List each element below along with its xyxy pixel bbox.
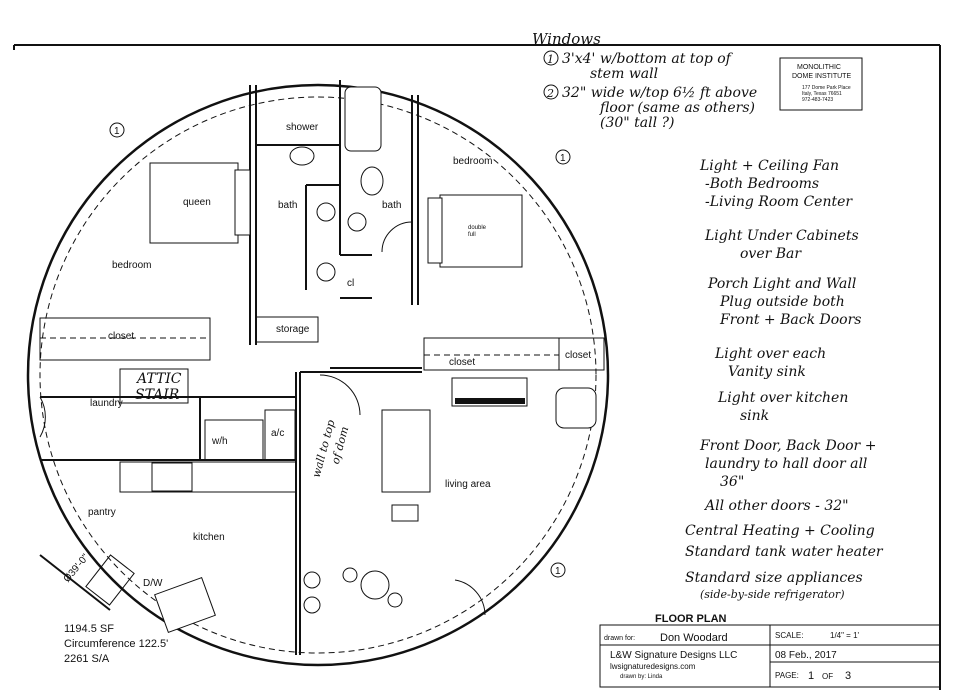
page-of: OF (822, 672, 833, 681)
note-0-line0: Light + Ceiling Fan (699, 158, 839, 174)
stat-sf: 1194.5 SF (64, 623, 114, 635)
double-label: double (468, 225, 487, 231)
note-6-line0: All other doors - 32" (703, 498, 849, 514)
bath-left-label: bath (278, 200, 297, 211)
windows-item1-line1: 3'x4' w/bottom at top of (562, 51, 734, 67)
laundry-label: laundry (90, 398, 123, 409)
bath-right-label: bath (382, 200, 401, 211)
note-4-line0: Light over kitchen (717, 390, 848, 406)
institute-name-1: MONOLITHIC (797, 64, 841, 71)
stat-sa: 2261 S/A (64, 653, 110, 665)
note-0-line2: -Living Room Center (705, 194, 853, 210)
general-notes: Light + Ceiling Fan -Both Bedrooms -Livi… (685, 158, 884, 601)
note-0-line1: -Both Bedrooms (705, 176, 819, 192)
dw-label: D/W (143, 578, 163, 589)
note-5-line0: Front Door, Back Door + (699, 438, 876, 454)
windows-item2-line3: (30" tall ?) (600, 115, 675, 131)
page-label: PAGE: (775, 671, 799, 680)
bedroom-left-label: bedroom (112, 260, 151, 271)
institute-address-2: Italy, Texas 76651 (802, 91, 842, 97)
windows-item2-line1: 32" wide w/top 6½ ft above (562, 85, 757, 101)
closet-right-label: closet (565, 350, 591, 361)
drawn-for-value: Don Woodard (660, 632, 728, 644)
attic-stair-box (119, 368, 189, 404)
shower-label: shower (286, 122, 319, 133)
note-3-line1: Vanity sink (728, 364, 806, 380)
windows-item1-line2: stem wall (590, 66, 658, 82)
dome-outline (26, 83, 610, 667)
interior-walls (39, 80, 605, 655)
company-website: lwsignaturedesigns.com (610, 662, 696, 671)
note-4-line1: sink (740, 408, 769, 424)
institute-address-1: 177 Dome Park Place (802, 85, 851, 91)
note-2-line1: Plug outside both (719, 294, 845, 310)
note-1-line1: over Bar (740, 246, 802, 262)
note-9-line0: Standard size appliances (685, 570, 863, 586)
cl-label: cl (347, 278, 354, 289)
scale-value: 1/4" = 1' (830, 631, 860, 640)
attic-label: ATTIC (135, 371, 182, 387)
note-7-line0: Central Heating + Cooling (685, 523, 875, 539)
scale-label: SCALE: (775, 631, 803, 640)
title-block-header: FLOOR PLAN (655, 613, 727, 625)
wh-label: w/h (211, 436, 228, 447)
bedroom-right-label: bedroom (453, 156, 492, 167)
kitchen-label: kitchen (193, 532, 225, 543)
company-name: L&W Signature Designs LLC (610, 650, 737, 661)
dome-dimension: Ø39'-0" (62, 552, 92, 585)
full-label: full (468, 232, 476, 238)
note-8-line0: Standard tank water heater (685, 544, 884, 560)
note-2-line2: Front + Back Doors (719, 312, 861, 328)
pantry-label: pantry (88, 507, 116, 518)
area-stats: 1194.5 SF Circumference 122.5' 2261 S/A (64, 623, 168, 665)
closet-mid-label: closet (449, 357, 475, 368)
page-value: 1 (808, 670, 814, 682)
institute-name-2: DOME INSTITUTE (792, 73, 851, 80)
institute-phone: 972-483-7423 (802, 97, 833, 103)
note-3-line0: Light over each (714, 346, 826, 362)
wall-note: wall to top of dom (310, 418, 352, 478)
windows-item2-num: 2 (546, 87, 554, 100)
window-marker-se: 1 (555, 566, 561, 577)
room-labels: queen bedroom bath shower bath bedroom d… (88, 122, 591, 589)
stair-label: STAIR (135, 387, 180, 403)
note-1-line0: Light Under Cabinets (704, 228, 859, 244)
institute-stamp: MONOLITHIC DOME INSTITUTE 177 Dome Park … (779, 57, 863, 111)
note-9-line1: (side-by-side refrigerator) (700, 588, 844, 601)
closet-left-label: closet (108, 331, 134, 342)
drawing-date: 08 Feb., 2017 (775, 650, 837, 661)
note-2-line0: Porch Light and Wall (707, 276, 856, 292)
sheet-border (13, 44, 941, 690)
windows-title: Windows (532, 30, 601, 48)
queen-label: queen (183, 197, 211, 208)
title-block: FLOOR PLAN drawn for: Don Woodard SCALE:… (599, 613, 941, 688)
door-swings (39, 221, 486, 616)
drawn-for-label: drawn for: (604, 635, 635, 642)
living-area-label: living area (445, 479, 491, 490)
ac-label: a/c (271, 428, 284, 439)
note-5-line2: 36" (720, 474, 744, 490)
note-5-line1: laundry to hall door all (705, 456, 867, 472)
windows-notes: Windows 1 3'x4' w/bottom at top of stem … (532, 30, 757, 131)
window-marker-ne: 1 (560, 153, 566, 164)
page-total: 3 (845, 670, 851, 682)
windows-item2-line2: floor (same as others) (599, 100, 755, 116)
window-marker-nw: 1 (114, 126, 120, 137)
drawn-by: drawn by: Linda (620, 674, 663, 680)
windows-item1-num: 1 (547, 53, 554, 66)
window-markers: 1 1 1 (109, 122, 571, 578)
storage-label: storage (276, 324, 310, 335)
stat-circumference: Circumference 122.5' (64, 638, 168, 650)
